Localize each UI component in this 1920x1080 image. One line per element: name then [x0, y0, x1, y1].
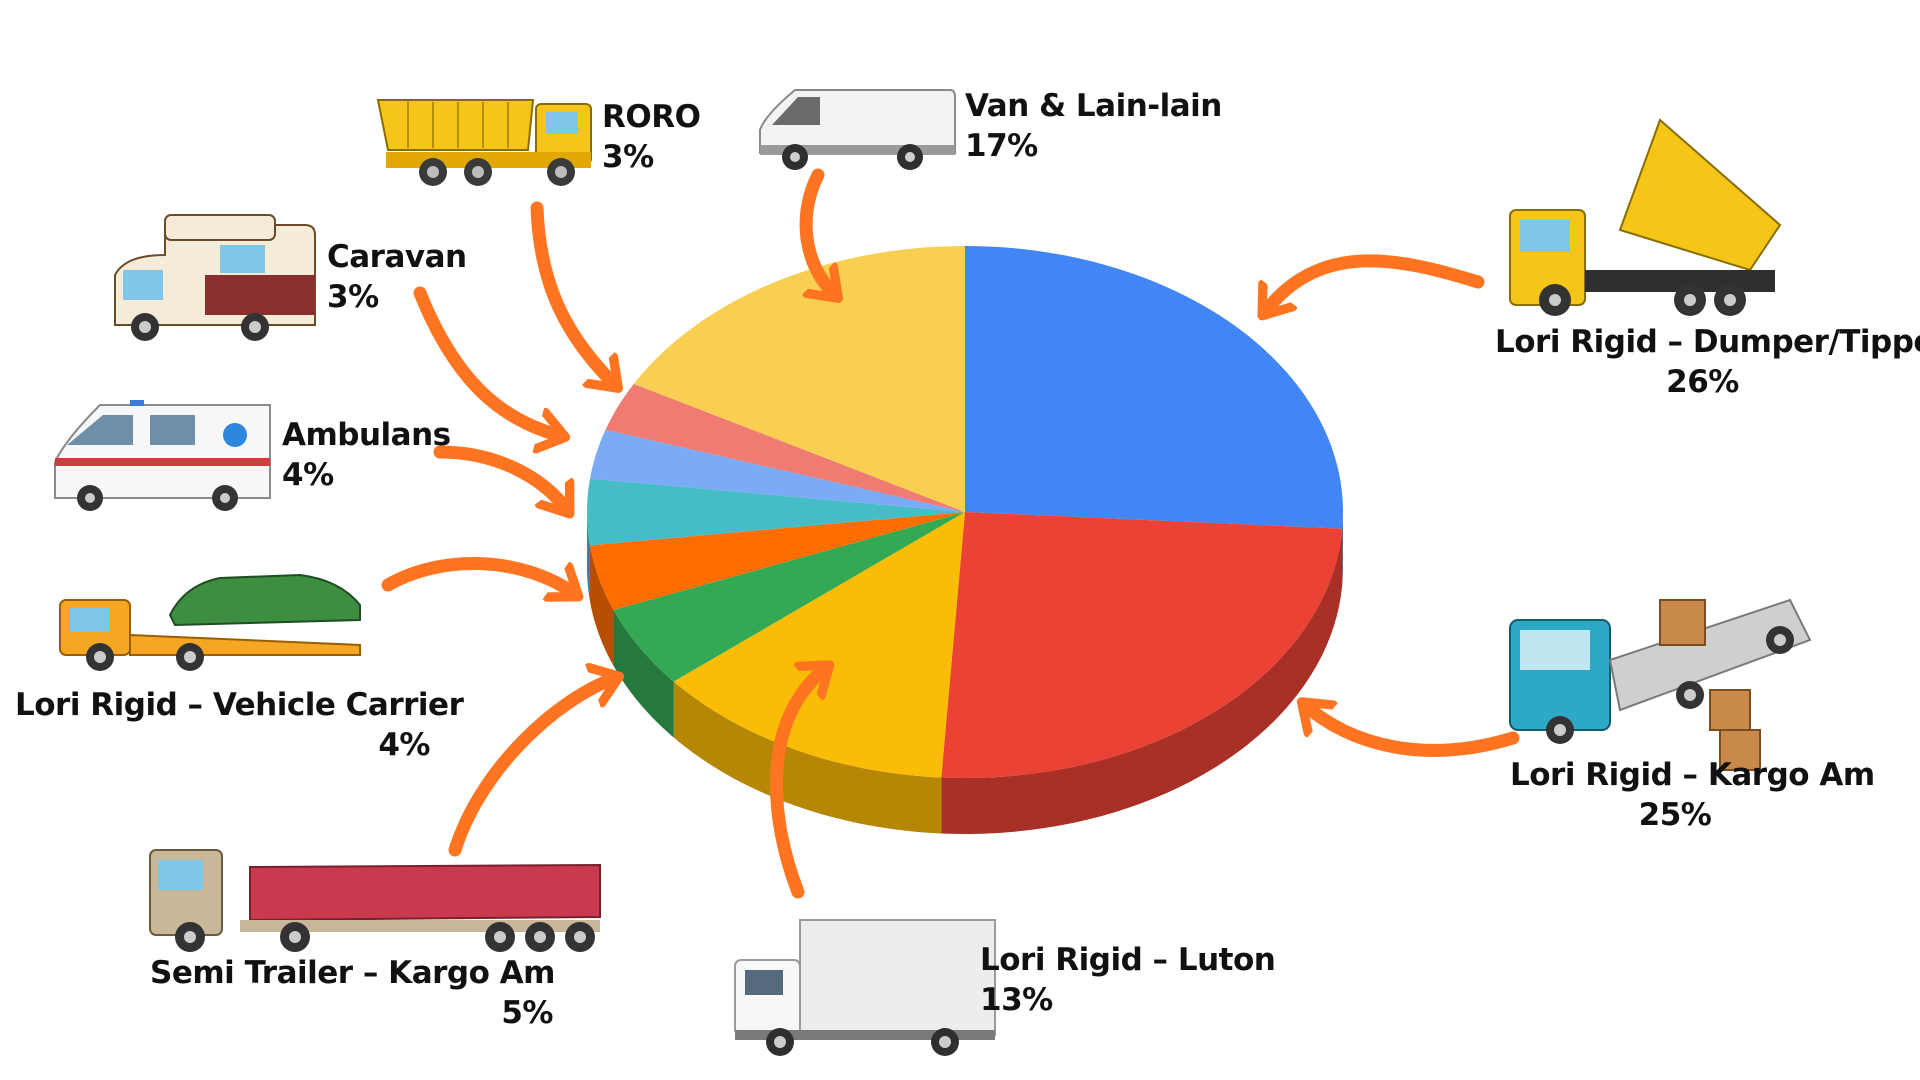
label-luton: Lori Rigid – Luton 13% [980, 940, 1276, 1020]
arrow-kargo-am [1305, 705, 1520, 757]
slice-value: 17% [965, 128, 1038, 164]
slice-label: Lori Rigid – Luton [980, 942, 1276, 978]
tow-truck-icon [59, 573, 361, 671]
box-truck-icon [734, 919, 996, 1056]
arrow-roro [530, 201, 615, 385]
van-icon [759, 89, 956, 170]
pie-slice-lori-rigid-dumper-tipper [965, 246, 1343, 529]
arrow-semi-trailer [448, 678, 615, 857]
pie-depth-layer [587, 512, 1343, 834]
slice-value: 13% [980, 982, 1053, 1018]
arrow-luton [769, 668, 826, 899]
arrow-van [799, 168, 835, 295]
pie-side-lori-rigid-kargo-am [941, 528, 1343, 834]
slice-value: 3% [327, 279, 379, 315]
roro-truck-icon [376, 99, 592, 186]
slice-label: Caravan [327, 239, 467, 275]
pie-top-layer [587, 246, 1343, 778]
slice-label: Lori Rigid – Dumper/Tipper [1495, 324, 1920, 360]
pie-slice-lori-rigid-luton [673, 512, 965, 778]
caravan-icon [114, 214, 316, 341]
slice-value: 3% [602, 139, 654, 175]
pie-slice-semi-trailer-kargo-am [613, 512, 965, 682]
slice-label: Van & Lain-lain [965, 88, 1222, 124]
slice-label: Lori Rigid – Kargo Am [1510, 757, 1875, 793]
arrows [381, 168, 1520, 899]
label-semi-trailer: Semi Trailer – Kargo Am 5% [150, 953, 555, 1033]
pie-slice-ambulans [587, 478, 965, 546]
slice-label: RORO [602, 99, 701, 135]
pie-side-lori-rigid-dumper-tipper [1342, 512, 1343, 585]
pie-side-semi-trailer-kargo-am [613, 609, 674, 738]
label-vehicle-carrier: Lori Rigid – Vehicle Carrier 4% [15, 685, 464, 765]
pie-slice-roro [605, 383, 965, 512]
slice-value: 25% [1638, 797, 1712, 833]
flatbed-cargo-truck-icon [1509, 598, 1812, 771]
arrow-ambulans [433, 445, 567, 510]
ambulance-icon [54, 400, 271, 511]
slice-value: 5% [501, 995, 553, 1031]
slice-label: Lori Rigid – Vehicle Carrier [15, 687, 464, 723]
pie-slice-lori-rigid-kargo-am [941, 512, 1343, 778]
arrow-dumper [1265, 254, 1485, 312]
semi-trailer-icon [149, 849, 601, 952]
pie-side-lori-rigid-vehicle-carrier [589, 545, 614, 666]
label-van: Van & Lain-lain 17% [965, 86, 1222, 166]
pie-side-lori-rigid-luton [673, 681, 942, 834]
slice-value: 26% [1666, 364, 1739, 400]
slice-value: 4% [282, 457, 334, 493]
arrow-vehicle-carrier [381, 557, 575, 594]
pie-slice-caravan [589, 429, 965, 512]
label-roro: RORO 3% [602, 97, 701, 177]
slice-label: Semi Trailer – Kargo Am [150, 955, 555, 991]
pie-slice-lori-rigid-vehicle-carrier [589, 512, 965, 610]
label-ambulans: Ambulans 4% [282, 415, 451, 495]
pie-slice-van-lain-lain [633, 246, 965, 512]
label-caravan: Caravan 3% [327, 237, 467, 317]
label-dumper: Lori Rigid – Dumper/Tipper 26% [1495, 322, 1920, 402]
slice-value: 4% [378, 727, 430, 763]
arrow-caravan [413, 286, 561, 436]
pie-side-ambulans [587, 512, 590, 602]
label-kargo-am: Lori Rigid – Kargo Am 25% [1510, 755, 1875, 835]
slice-label: Ambulans [282, 417, 451, 453]
dump-truck-icon [1509, 118, 1782, 316]
